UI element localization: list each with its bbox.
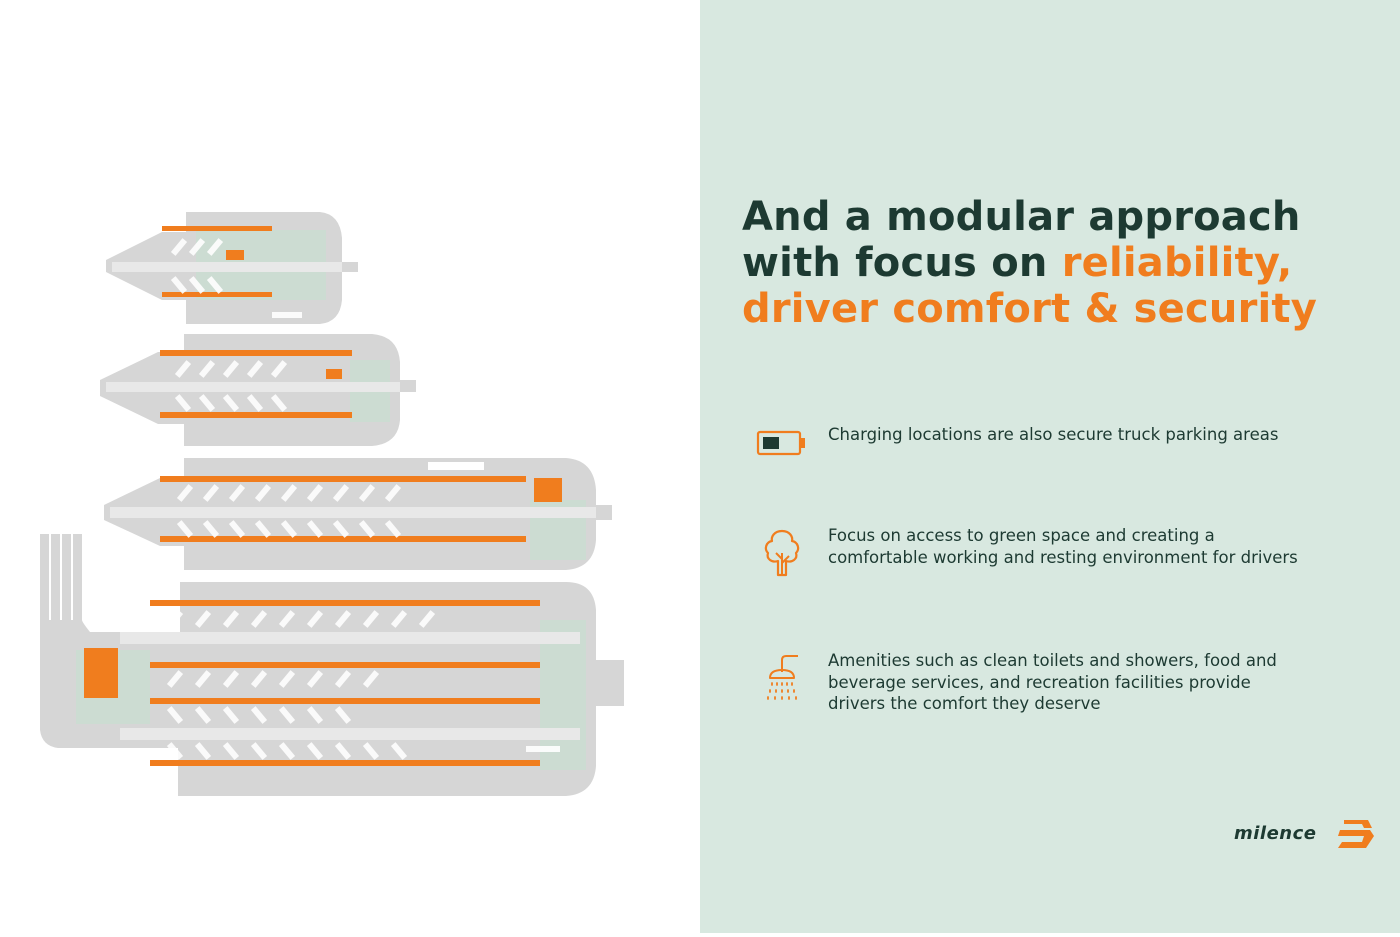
- feature-text: Charging locations are also secure truck…: [828, 425, 1279, 444]
- page-title: And a modular approach with focus on rel…: [742, 194, 1382, 332]
- feature-text: Focus on access to green space and creat…: [828, 526, 1298, 567]
- illustration-panel: [0, 0, 700, 933]
- battery-icon: [754, 424, 810, 472]
- title-line-2-accent: reliability,: [1061, 240, 1293, 286]
- title-line-1: And a modular approach: [742, 194, 1301, 240]
- feature-text: Amenities such as clean toilets and show…: [828, 651, 1277, 713]
- site-plan-module-2: [100, 334, 416, 446]
- site-plan-module-3: [104, 458, 612, 570]
- title-line-3-accent: driver comfort & security: [742, 286, 1318, 332]
- charging-hub-site-plans-illustration: [40, 212, 624, 796]
- site-plan-module-4: [40, 534, 624, 796]
- logo-wordmark: milence: [1234, 823, 1317, 844]
- shower-icon: [754, 650, 810, 700]
- site-plan-module-1: [106, 212, 358, 324]
- content-panel: And a modular approach with focus on rel…: [700, 0, 1400, 933]
- tree-icon: [754, 525, 810, 577]
- milence-logo-mark-icon: [1334, 818, 1374, 856]
- title-line-2-plain: with focus on: [742, 240, 1062, 286]
- milence-logo: milence: [1234, 818, 1374, 852]
